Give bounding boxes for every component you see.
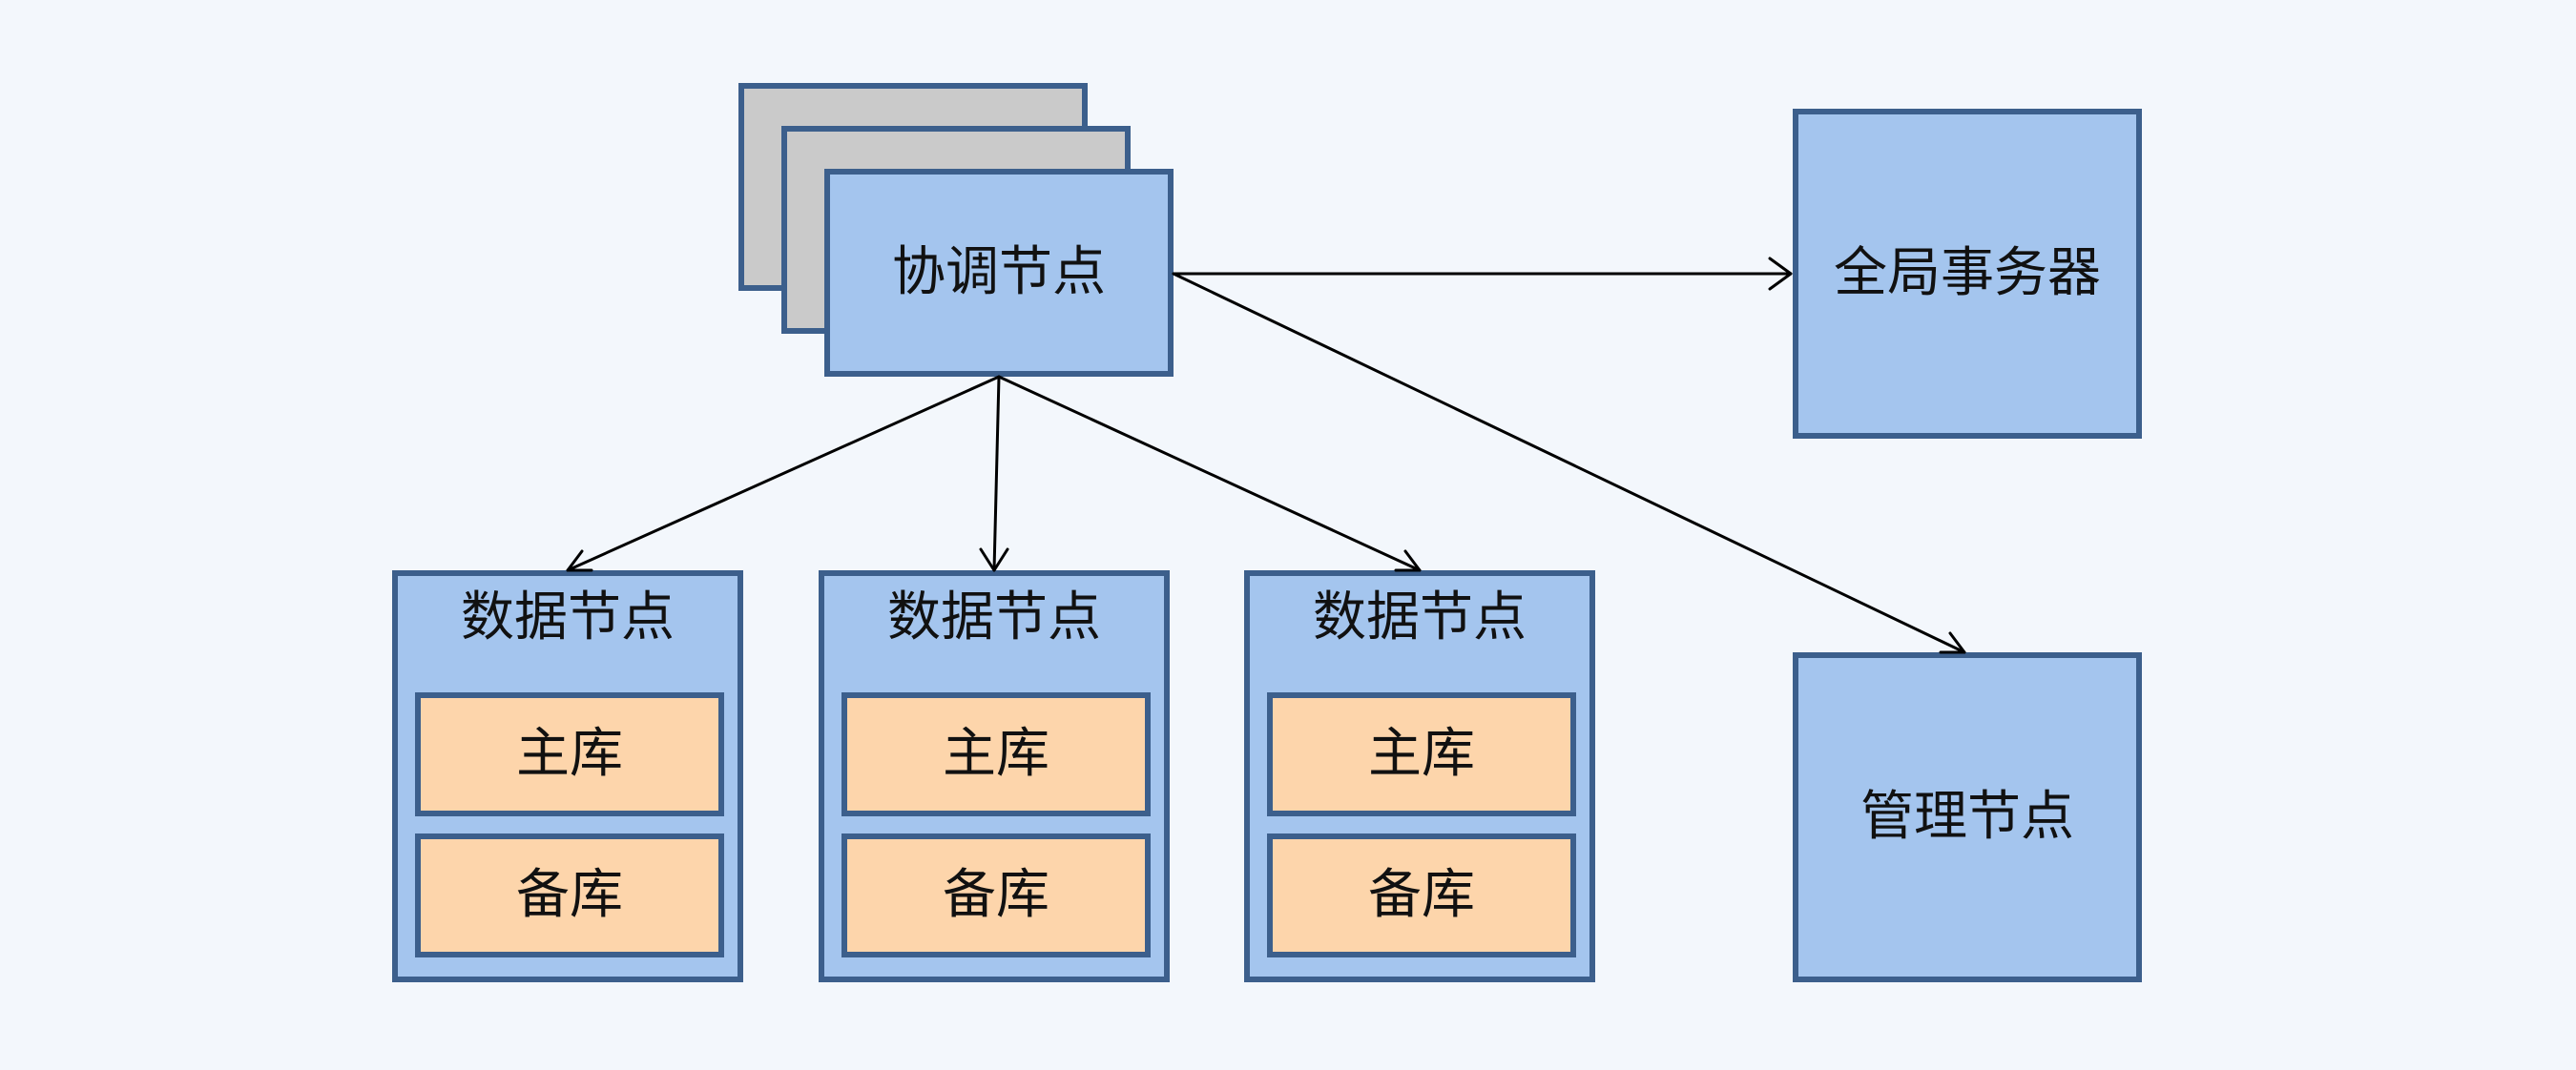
data-node: 数据节点 主库 备库 (819, 570, 1170, 982)
standby-db: 备库 (1267, 833, 1576, 957)
standby-db: 备库 (415, 833, 724, 957)
arrow-to-data-node-2 (979, 375, 1009, 572)
standby-db: 备库 (841, 833, 1151, 957)
primary-db-label: 主库 (1368, 723, 1475, 785)
arrow-to-data-node-1 (566, 375, 1001, 572)
arrow-to-data-node-3 (997, 375, 1422, 572)
global-transaction-manager-node: 全局事务器 (1793, 109, 2142, 439)
primary-db: 主库 (841, 692, 1151, 816)
primary-db: 主库 (415, 692, 724, 816)
standby-db-label: 备库 (516, 864, 623, 926)
global-transaction-manager-label: 全局事务器 (1834, 242, 2101, 304)
data-node-title: 数据节点 (887, 586, 1101, 648)
data-node: 数据节点 主库 备库 (392, 570, 743, 982)
arrow-to-global-transaction-manager (1172, 257, 1793, 291)
primary-db-label: 主库 (516, 723, 623, 785)
standby-db-label: 备库 (943, 864, 1049, 926)
coordinator-node-label: 协调节点 (892, 241, 1106, 303)
standby-db-label: 备库 (1368, 864, 1475, 926)
primary-db: 主库 (1267, 692, 1576, 816)
data-node: 数据节点 主库 备库 (1244, 570, 1595, 982)
management-node: 管理节点 (1793, 652, 2142, 982)
coordinator-node: 协调节点 (824, 169, 1174, 377)
data-node-title: 数据节点 (461, 586, 675, 648)
data-node-title: 数据节点 (1313, 586, 1527, 648)
management-node-label: 管理节点 (1860, 786, 2074, 848)
primary-db-label: 主库 (943, 723, 1049, 785)
